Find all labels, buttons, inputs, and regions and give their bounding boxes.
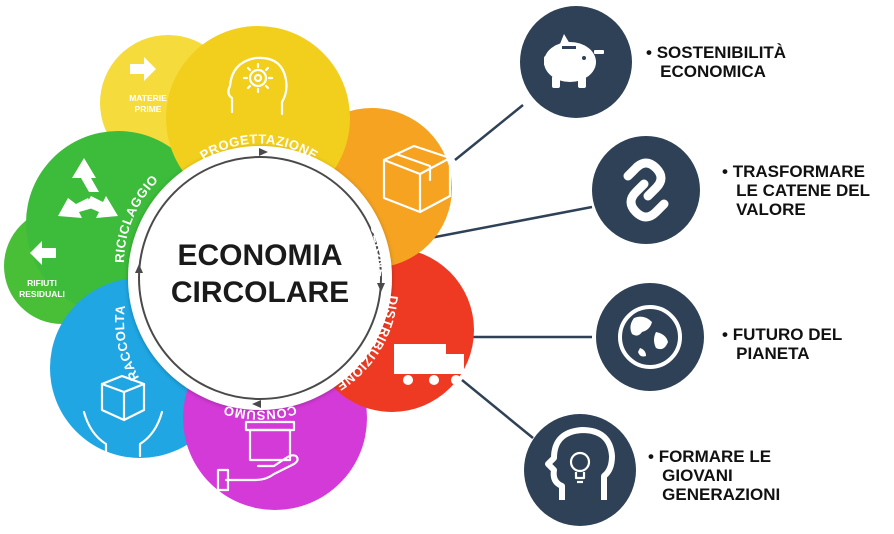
rifiuti-residuali-label-line2: RESIDUALI (19, 289, 65, 299)
benefit-text: GENERAZIONI (662, 485, 781, 504)
benefit-circle (592, 136, 700, 244)
benefit-text: VALORE (736, 200, 806, 219)
benefit-text: SOSTENIBILITÀ (656, 43, 787, 62)
connector-line (454, 104, 524, 161)
head-lightbulb-icon (545, 427, 615, 500)
benefit-line: GENERAZIONI (648, 485, 780, 504)
rifiuti-residuali-label-line1: RIFIUTI (27, 278, 57, 288)
head-gears-icon (227, 56, 288, 116)
benefit-label-sostenibilita: • SOSTENIBILITÀ ECONOMICA (646, 43, 786, 81)
stage-label-consumo: CONSUMO (222, 403, 299, 423)
cycle-ring-inner (138, 156, 382, 400)
benefit-text: TRASFORMARE (732, 162, 865, 181)
benefit-text: FORMARE LE (658, 447, 772, 466)
arrow-right-icon (130, 57, 156, 81)
recycle-icon (58, 158, 118, 218)
materie-prime-label-line2: PRIME (135, 104, 162, 114)
globe-icon (618, 305, 682, 369)
benefit-text: FUTURO DEL (732, 325, 843, 344)
benefit-line: • FUTURO DEL (722, 325, 843, 344)
benefit-line: • SOSTENIBILITÀ (646, 43, 787, 62)
hand-box-icon (216, 420, 299, 492)
connector-lines (429, 104, 593, 439)
box-icon (382, 144, 452, 214)
piggy-bank-icon (544, 34, 604, 88)
materie-prime-label-line1: MATERIE (129, 93, 167, 103)
center-title-line2: CIRCOLARE (171, 276, 349, 309)
benefit-text: GIOVANI (662, 466, 733, 485)
benefit-line: LE CATENE DEL (722, 181, 870, 200)
benefit-text: LE CATENE DEL (736, 181, 870, 200)
connector-line (461, 379, 534, 439)
connector-line (429, 205, 593, 240)
benefit-line: ECONOMICA (646, 62, 786, 81)
benefit-line: • FORMARE LE (648, 447, 772, 466)
arrow-left-icon (30, 241, 56, 265)
chain-link-icon (623, 158, 669, 222)
benefit-text: ECONOMICA (660, 62, 766, 81)
truck-icon (394, 344, 464, 385)
benefit-label-catene: • TRASFORMARE LE CATENE DEL VALORE (722, 162, 870, 219)
benefit-line: GIOVANI (648, 466, 780, 485)
benefit-label-generazioni: • FORMARE LE GIOVANI GENERAZIONI (648, 447, 780, 504)
benefit-circle (596, 283, 704, 391)
benefit-line: PIANETA (722, 344, 842, 363)
cycle-arrowheads (135, 148, 385, 408)
benefit-line: • TRASFORMARE (722, 162, 865, 181)
benefit-text: PIANETA (736, 344, 810, 363)
benefit-label-pianeta: • FUTURO DEL PIANETA (722, 325, 842, 363)
center-title-line1: ECONOMIA (178, 239, 343, 272)
benefit-line: VALORE (722, 200, 870, 219)
hands-box-icon (82, 374, 164, 458)
